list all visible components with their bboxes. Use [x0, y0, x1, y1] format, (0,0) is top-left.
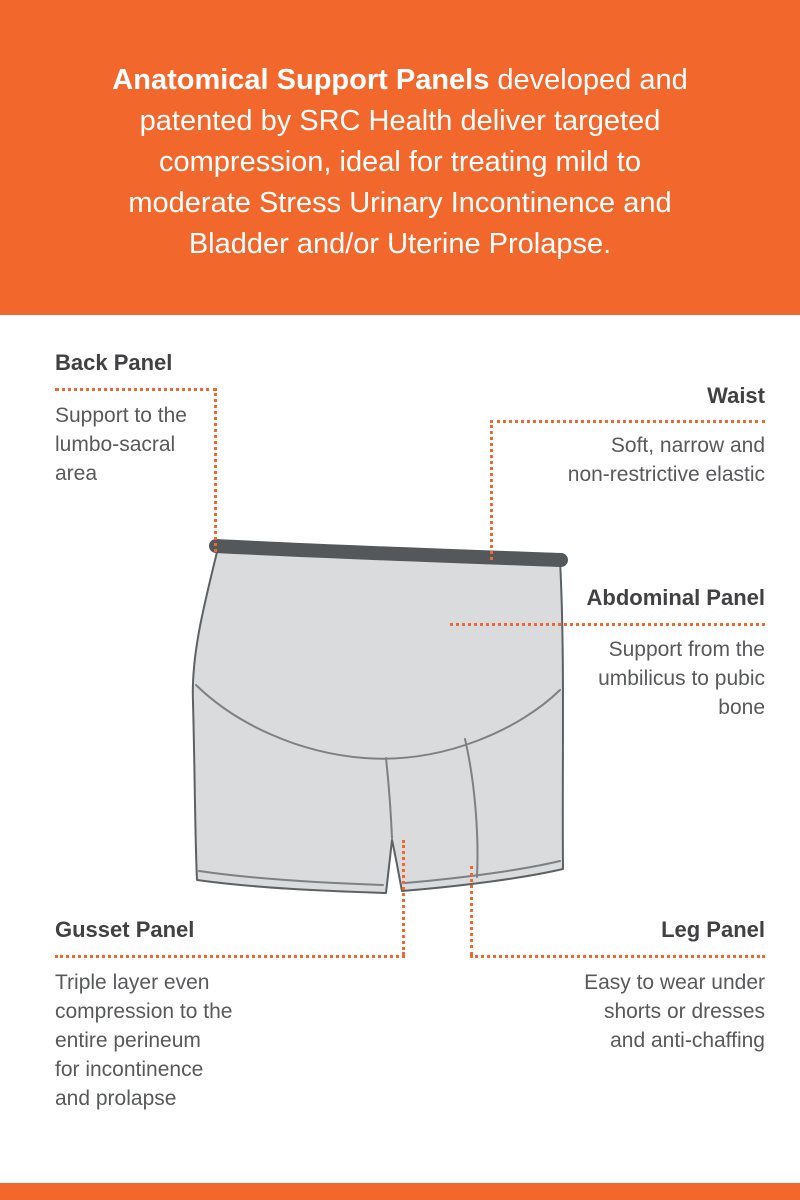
abdominal-panel-title: Abdominal Panel	[586, 585, 765, 610]
abdominal-panel-description: Support from the umbilicus to pubic bone	[598, 638, 765, 719]
gusset-panel-title: Gusset Panel	[55, 917, 195, 942]
back-panel-description: Support to the lumbo-sacral area	[55, 404, 187, 485]
waist-leader-horizontal	[490, 420, 765, 423]
leg-panel-leader-horizontal	[470, 955, 765, 958]
shorts-left-hem-stitch	[198, 870, 384, 886]
shorts-waistband	[209, 539, 568, 567]
gusset-panel-description: Triple layer even compression to the ent…	[55, 971, 233, 1110]
gusset-panel-leader-vertical	[402, 840, 405, 955]
shorts-right-hem-stitch	[404, 860, 561, 884]
back-panel-title: Back Panel	[55, 350, 173, 375]
gusset-panel-leader-horizontal	[55, 955, 405, 958]
shorts-center-seam	[385, 757, 393, 839]
waist-title: Waist	[707, 383, 765, 408]
header-text-bold: Anatomical Support Panels	[112, 64, 490, 96]
compression-shorts-illustration	[191, 539, 568, 894]
waist-leader-vertical	[490, 420, 493, 560]
header-text: Anatomical Support Panels developed and …	[50, 0, 750, 265]
back-panel-leader-vertical	[214, 388, 217, 552]
back-panel-leader-horizontal	[55, 388, 217, 391]
bottom-accent-bar	[0, 1183, 800, 1200]
waist-description: Soft, narrow and non-restrictive elastic	[567, 434, 765, 486]
shorts-inner-leg-seam	[464, 738, 479, 878]
leg-panel-description: Easy to wear under shorts or dresses and…	[584, 971, 765, 1052]
abdominal-panel-leader-horizontal	[450, 623, 765, 626]
leg-panel-leader-vertical	[470, 866, 473, 955]
header-text-rest: developed and patented by SRC Health del…	[128, 64, 688, 260]
header-banner: Anatomical Support Panels developed and …	[0, 0, 800, 315]
leg-panel-title: Leg Panel	[661, 917, 765, 942]
shorts-hip-seam	[195, 684, 561, 760]
shorts-body	[191, 547, 564, 894]
